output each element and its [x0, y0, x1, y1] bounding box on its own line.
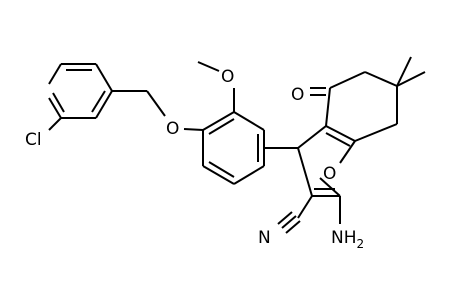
aromatic-inner-bond: [208, 118, 235, 135]
nitrile-triple-bond-b: [285, 220, 301, 234]
bond-ring-cl: [48, 117, 62, 131]
amine-subscript: 2: [357, 237, 365, 251]
bond: [95, 63, 113, 92]
bond: [233, 165, 265, 185]
bond-c6-c7: [364, 71, 398, 87]
bond-c4a-c8a: [325, 125, 356, 142]
bond-o-aryl: [183, 128, 204, 131]
methoxy-oxygen-label: O: [221, 67, 234, 87]
cyclohexenone-ring: [325, 71, 398, 142]
bond-c8a-o: [339, 140, 356, 164]
ether-oxygen-label: O: [166, 119, 179, 139]
bond-c7-methyl-a: [396, 71, 426, 87]
bond-c7-methyl-b: [396, 56, 412, 87]
bond-c4a-c5: [325, 87, 331, 127]
bond: [48, 63, 62, 85]
nitrile-nitrogen-label: N: [258, 228, 271, 248]
nitrile-triple-bond-c: [277, 211, 293, 225]
bond: [48, 97, 62, 119]
aromatic-inner-bond: [91, 90, 106, 113]
methoxyphenyl-ring: [202, 111, 265, 185]
bond-ch2-o: [146, 90, 166, 117]
bond-c3-c4: [297, 147, 313, 197]
aromatic-inner-bond: [208, 161, 235, 178]
aromatic-inner-bond: [52, 92, 65, 113]
amine-nh-text: NH: [331, 228, 357, 248]
chlorophenyl-ring: [48, 63, 113, 119]
bond-o-c2: [319, 177, 341, 197]
amine-label: NH2: [331, 228, 364, 251]
bond-c5-c6: [329, 71, 366, 89]
bond: [202, 165, 235, 185]
bond-c4a-c8a-inner: [325, 132, 351, 147]
bond-o-methyl: [197, 61, 220, 72]
bond: [233, 111, 265, 131]
bond: [95, 90, 113, 119]
ketone-oxygen-label: O: [291, 85, 304, 105]
bond-c4-c4a: [297, 125, 327, 149]
bond-c3-cn: [297, 195, 313, 219]
bond: [202, 111, 235, 131]
ring-oxygen-label: O: [323, 164, 336, 184]
chlorine-label: Cl: [25, 130, 42, 150]
pyran-ring: [297, 125, 356, 197]
nitrile-triple-bond-a: [281, 215, 297, 229]
bond-c8-c8a: [354, 123, 398, 142]
